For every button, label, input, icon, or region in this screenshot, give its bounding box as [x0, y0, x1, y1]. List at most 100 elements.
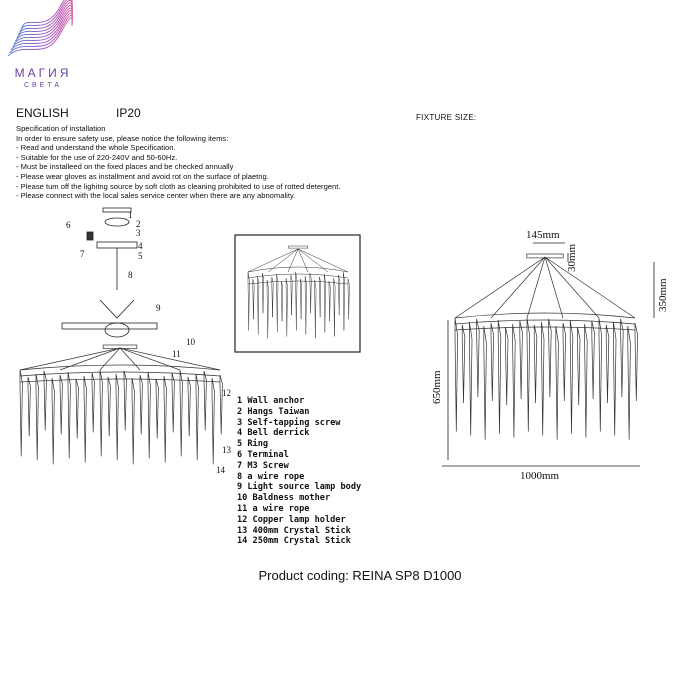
specification-text: Specification of installation In order t… — [16, 124, 340, 201]
crystal-stick — [19, 369, 23, 457]
branch — [19, 378, 221, 383]
spec-line: - Must be installeed on the fixed places… — [16, 162, 234, 172]
branch — [247, 280, 349, 285]
crystal-stick — [285, 277, 288, 337]
crystal-stick — [131, 377, 135, 465]
callout: 9 — [156, 303, 161, 313]
callout: 6 — [66, 220, 71, 230]
crystal-stick — [139, 374, 143, 435]
crystal-stick — [147, 371, 151, 459]
crystal-stick — [295, 271, 298, 331]
crystal-stick — [304, 275, 307, 335]
dim-canopy-height: 30mm — [566, 243, 578, 272]
part-item: 4 Bell derrick — [237, 428, 310, 439]
crystal-stick — [300, 278, 303, 320]
wire — [297, 248, 309, 273]
callout: 1 — [128, 210, 133, 220]
parts-list: 1 Wall anchor 2 Hangs Taiwan 3 Self-tapp… — [237, 396, 361, 547]
spec-line: - Suitable for the use of 220-240V and 5… — [16, 152, 178, 162]
part-item: 3 Self-tapping screw — [237, 417, 341, 428]
crystal-stick — [577, 326, 581, 406]
crystal-stick — [541, 321, 545, 436]
crystal-stick — [247, 271, 250, 331]
callout: 10 — [186, 337, 195, 347]
crystal-stick — [627, 325, 631, 440]
crystal-stick — [281, 280, 283, 322]
crystal-stick — [526, 317, 530, 432]
crystal-stick — [605, 324, 610, 404]
crystal-stick — [555, 325, 559, 440]
crystal-stick — [211, 377, 215, 465]
wire — [99, 347, 121, 371]
dim-canopy: 145mm — [526, 229, 560, 241]
logo-wave — [21, 0, 73, 30]
spec-line: - Read and understand the whole Specific… — [16, 143, 176, 153]
chandelier-illustration — [19, 344, 223, 465]
crystal-stick — [490, 322, 494, 402]
crystal-stick — [598, 317, 602, 432]
logo-wave — [15, 4, 73, 42]
crystal-stick — [584, 323, 588, 438]
dimension-lines — [442, 242, 655, 467]
crystal-stick — [469, 321, 473, 436]
crystal-stick — [115, 373, 119, 461]
crystal-stick — [548, 318, 552, 398]
crystal-stick — [203, 370, 207, 431]
wire — [526, 256, 546, 319]
crystal-stick — [519, 320, 523, 400]
branch — [247, 266, 349, 273]
crystal-stick — [454, 317, 458, 432]
crystal-stick — [314, 279, 317, 339]
logo-waves-icon — [7, 0, 73, 57]
branch — [247, 273, 349, 279]
exploded-diagram — [61, 207, 158, 338]
callout: 7 — [80, 249, 85, 259]
crystal-stick — [533, 324, 538, 404]
spec-line: In order to ensure safety use, please no… — [16, 133, 229, 143]
spec-line: - Please tum off the lighitng source by … — [16, 181, 341, 191]
part-item: 7 M3 Screw — [237, 460, 289, 471]
crystal-stick — [67, 371, 71, 459]
ip-rating: IP20 — [116, 106, 141, 120]
part-item: 10 Baldness mother — [237, 493, 331, 504]
wire — [119, 347, 221, 371]
spec-line: - Please wear gloves as installment and … — [16, 171, 269, 181]
crystal-stick — [107, 376, 111, 437]
crystal-stick — [51, 377, 55, 465]
crystal-stick — [613, 321, 617, 436]
crystal-stick — [323, 273, 326, 333]
crystal-stick — [83, 375, 87, 463]
crystal-stick — [476, 318, 480, 398]
crystal-stick — [342, 271, 345, 331]
crystal-stick — [333, 277, 336, 337]
branch — [454, 326, 636, 331]
crystal-stick — [338, 274, 341, 316]
dim-width: 1000mm — [520, 470, 560, 482]
crystal-stick — [634, 322, 638, 402]
crystal-stick — [171, 372, 175, 433]
callout: 2 — [136, 219, 141, 229]
callout: 4 — [138, 241, 143, 251]
crystal-stick — [512, 323, 516, 438]
crystal-stick — [252, 278, 255, 320]
wire — [119, 347, 141, 371]
crystal-stick — [35, 373, 39, 461]
wire — [544, 256, 636, 319]
crystal-stick — [562, 322, 566, 402]
chandelier-photo — [247, 245, 350, 339]
part-item: 8 a wire rope — [237, 471, 305, 482]
canopy — [287, 245, 309, 249]
part-item: 6 Terminal — [237, 449, 289, 460]
crystal-stick — [123, 370, 127, 431]
callout: 5 — [138, 251, 143, 261]
part-item: 1 Wall anchor — [237, 396, 305, 406]
crystal-stick — [483, 325, 487, 440]
language-label: ENGLISH — [16, 106, 69, 120]
callout: 8 — [128, 270, 133, 280]
branch — [454, 312, 636, 319]
part-item: 12 Copper lamp holder — [237, 514, 346, 525]
branch — [19, 364, 221, 371]
crystal-stick — [591, 320, 595, 400]
crystal-stick — [59, 374, 63, 435]
